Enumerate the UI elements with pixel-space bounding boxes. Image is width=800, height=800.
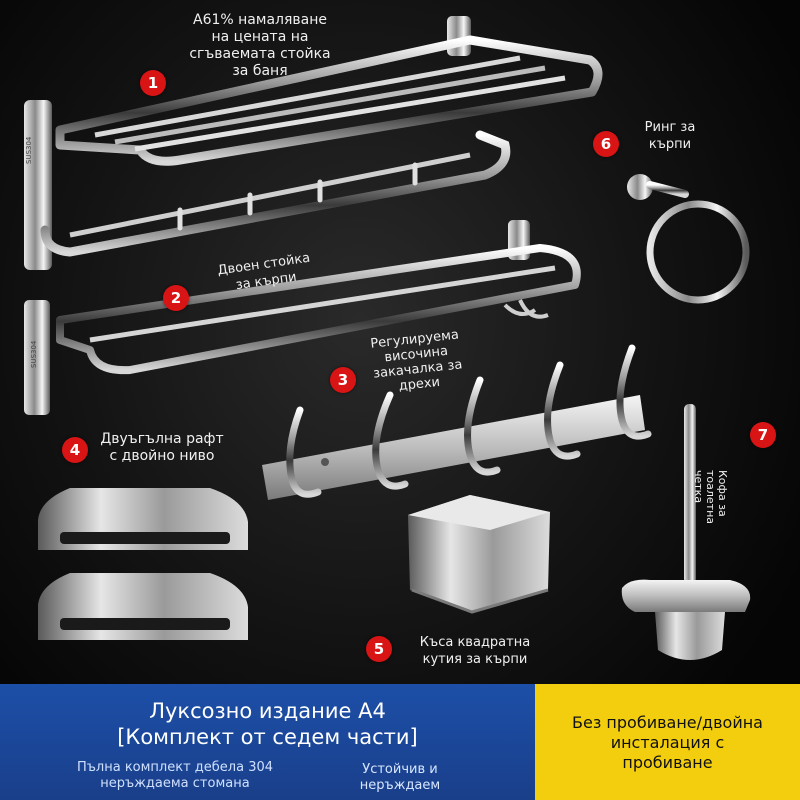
item-6-number-badge: 6 bbox=[593, 131, 619, 157]
item-5-label: Къса квадратна кутия за кърпи bbox=[419, 635, 531, 667]
item-5-number-badge: 5 bbox=[366, 636, 392, 662]
item-7-label: Кофа за тоалетна четка bbox=[692, 470, 729, 525]
double-towel-bar bbox=[24, 220, 581, 415]
banner-subtitle: [Комплект от седем части] bbox=[117, 725, 418, 749]
tissue-box bbox=[408, 495, 550, 614]
banner-blue-panel bbox=[0, 684, 535, 800]
hook-rail bbox=[262, 344, 652, 500]
item-4-number-badge: 4 bbox=[62, 437, 88, 463]
toilet-brush-holder bbox=[621, 404, 751, 660]
sus304-stamp: SUS304 bbox=[25, 136, 33, 164]
sus304-stamp: SUS304 bbox=[30, 340, 38, 368]
item-2-number-badge: 2 bbox=[163, 285, 189, 311]
folding-towel-rack bbox=[24, 16, 603, 270]
item-1-label: A61% намаляване на цената на сгъваемата … bbox=[189, 12, 331, 79]
towel-ring bbox=[627, 174, 750, 304]
item-3-number-badge: 3 bbox=[330, 367, 356, 393]
item-6-label: Ринг за кърпи bbox=[644, 120, 696, 152]
banner-feature-install: Без пробиване/двойна инсталация с пробив… bbox=[572, 713, 763, 772]
item-3-label: Регулируема височина закачалка за дрехи bbox=[369, 327, 464, 394]
banner-title: Луксозно издание A4 bbox=[149, 699, 386, 723]
item-7-number-badge: 7 bbox=[750, 422, 776, 448]
corner-shelves bbox=[38, 488, 248, 640]
banner-feature-material: Пълна комплект дебела 304 неръждаема сто… bbox=[76, 760, 274, 791]
item-4-label: Двуъгълна рафт с двойно ниво bbox=[100, 431, 224, 464]
banner-yellow-panel bbox=[535, 684, 800, 800]
item-1-number-badge: 1 bbox=[140, 70, 166, 96]
banner-feature-durable: Устойчив и неръждаем bbox=[359, 762, 441, 793]
